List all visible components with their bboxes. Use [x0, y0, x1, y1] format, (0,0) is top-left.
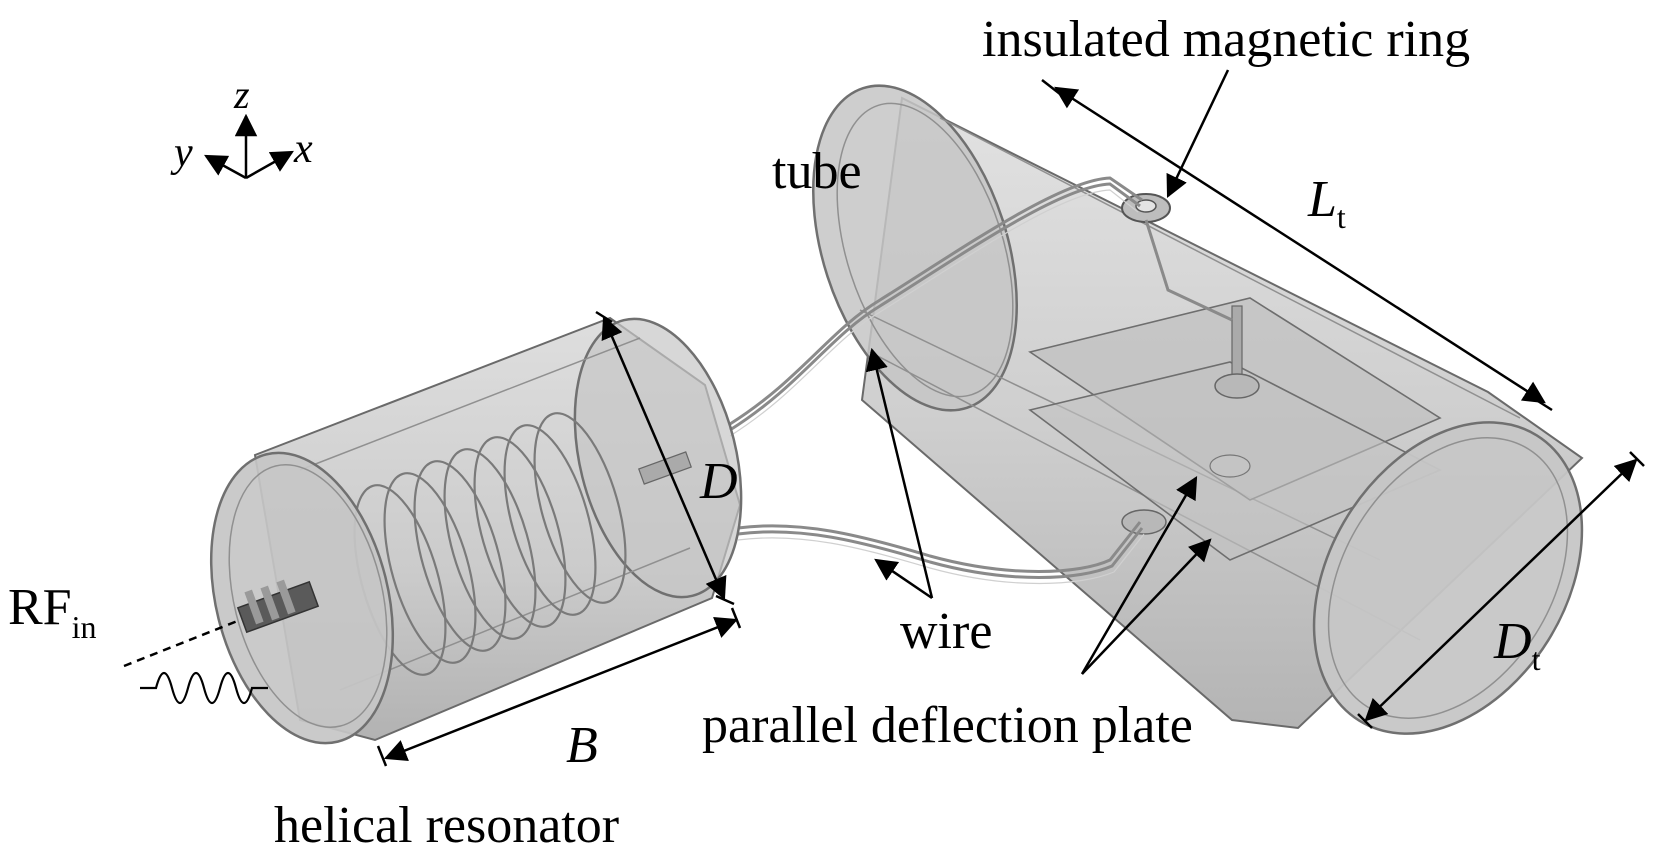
dt-tick-2: [1357, 713, 1373, 729]
wire-pointer-lower: [874, 558, 933, 600]
tube-cylinder: [812, 84, 1584, 735]
wire-pointer-upper: [865, 347, 934, 599]
ring-pointer: [1166, 69, 1230, 199]
plate-post-base: [1214, 373, 1260, 399]
lt-dimension-arrow: [1054, 86, 1546, 404]
axis-x-label: x: [293, 126, 313, 172]
label-helical-resonator: helical resonator: [274, 797, 619, 854]
label-dt-sub: t: [1532, 641, 1541, 677]
lower-wire-hl: [737, 527, 1144, 579]
label-lt-sub: t: [1337, 199, 1346, 235]
lower-ring: [1121, 509, 1167, 535]
dt-tick-1: [1629, 451, 1645, 467]
b-dimension-arrow: [383, 616, 739, 762]
label-rf-sub: in: [72, 609, 97, 645]
label-d: D: [699, 453, 738, 510]
dimension-annotations: [376, 79, 1645, 767]
d-tick-1: [595, 310, 613, 324]
label-lt-main: L: [1307, 171, 1337, 228]
rf-connector: [236, 579, 320, 634]
label-rf-main: RF: [8, 579, 72, 636]
y-axis-arrow: [204, 154, 247, 180]
pointer-arrows: [865, 69, 1230, 675]
plate-post: [1231, 305, 1243, 383]
lt-tick-2: [1529, 394, 1553, 412]
plate-pointer-lower: [1081, 538, 1212, 675]
b-tick-2: [730, 607, 742, 629]
plate-pointer-upper: [1080, 476, 1198, 675]
resonator-edge-1: [299, 337, 641, 471]
dt-dimension-arrow: [1364, 458, 1638, 722]
rf-dashed-line: [123, 618, 241, 668]
b-tick-1: [376, 745, 388, 767]
lower-post-base: [1209, 454, 1251, 478]
label-dt-main: D: [1493, 613, 1532, 670]
label-lt: Lt: [1307, 171, 1346, 235]
label-plate: parallel deflection plate: [702, 697, 1193, 754]
d-dimension-arrow: [601, 315, 727, 601]
d-tick-2: [715, 594, 735, 606]
label-b: B: [566, 717, 598, 774]
rf-input: [123, 618, 268, 705]
tube-back-face: [812, 84, 1018, 412]
resonator-front-face-inner: [228, 464, 388, 728]
coordinate-axes: z y x: [170, 72, 313, 180]
label-wire: wire: [900, 603, 992, 660]
label-insulated-ring: insulated magnetic ring: [982, 11, 1470, 68]
rf-sine-wave: [140, 671, 268, 705]
x-axis-arrow: [245, 150, 294, 180]
axis-z-label: z: [233, 72, 250, 117]
helical-resonator: [209, 316, 743, 745]
label-rf-in: RFin: [8, 579, 97, 645]
lower-wire-hl2: [737, 533, 1145, 585]
label-dt: Dt: [1493, 613, 1541, 677]
label-tube: tube: [772, 143, 862, 200]
axis-y-label: y: [170, 130, 193, 176]
lower-wire: [737, 521, 1142, 573]
lt-tick-1: [1041, 79, 1061, 95]
